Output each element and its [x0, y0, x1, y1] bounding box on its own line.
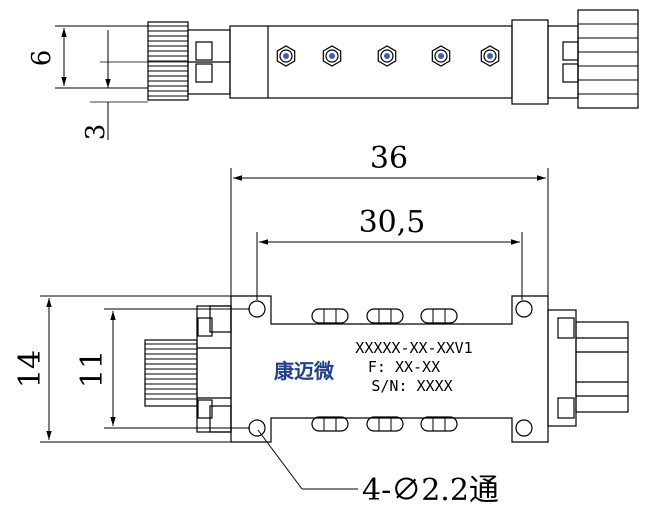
dim-hole-spacing-label: 30,5 [359, 205, 426, 240]
screw-capsule [311, 416, 349, 432]
dim-total-length-label: 36 [370, 141, 408, 176]
front-screws-top [311, 308, 458, 324]
front-screw [420, 416, 458, 432]
screw-hex [276, 45, 296, 67]
screw-capsule [311, 308, 349, 324]
screw-core [384, 53, 390, 59]
screw-core [487, 53, 493, 59]
dim-total-width [40, 295, 231, 443]
tuning-screw [431, 45, 451, 67]
hole-note-label: 4-∅2.2通 [362, 473, 499, 508]
mount-hole-bottom-left [248, 419, 266, 437]
frequency-line: F: XX-XX [368, 358, 440, 376]
screw-capsule [420, 308, 458, 324]
dim-side-height-label: 6 [27, 50, 57, 67]
side-tuning-screws [276, 45, 500, 67]
front-right-connector [547, 309, 629, 427]
screw-capsule [366, 416, 404, 432]
front-screws-bottom [311, 416, 458, 432]
mount-hole-top-left [248, 300, 266, 318]
tuning-screw [322, 45, 342, 67]
tuning-screw [480, 45, 500, 67]
tuning-screw [276, 45, 296, 67]
tuning-screw [377, 45, 397, 67]
side-left-connector [147, 21, 231, 101]
dim-hole-spacing [256, 232, 523, 300]
screw-capsule [420, 416, 458, 432]
front-screw [366, 416, 404, 432]
hole-leader [257, 429, 358, 490]
front-view [144, 295, 629, 443]
screw-ring [279, 49, 293, 63]
screw-ring [380, 49, 394, 63]
dim-hole-width [104, 308, 250, 429]
dim-total-width-label: 14 [13, 350, 48, 388]
front-screw [311, 416, 349, 432]
mount-hole-bottom-right [515, 419, 533, 437]
screw-core [438, 53, 444, 59]
screw-capsule [366, 308, 404, 324]
side-view [100, 9, 639, 109]
dim-hole-width-label: 11 [75, 350, 110, 388]
dim-total-length [230, 168, 549, 296]
serial-number: S/N: XXXX [371, 377, 452, 395]
screw-ring [483, 49, 497, 63]
screw-hex [322, 45, 342, 67]
brand-logo: 康迈微 [274, 359, 334, 383]
side-right-connector [511, 9, 639, 109]
front-screw [420, 308, 458, 324]
front-body [230, 295, 549, 443]
model-number: XXXXX-XX-XXV1 [355, 339, 472, 357]
front-left-connector [144, 305, 232, 433]
screw-ring [434, 49, 448, 63]
screw-hex [431, 45, 451, 67]
mount-hole-top-right [515, 300, 533, 318]
screw-hex [480, 45, 500, 67]
front-screw [311, 308, 349, 324]
front-screw [366, 308, 404, 324]
screw-ring [325, 49, 339, 63]
screw-core [329, 53, 335, 59]
screw-core [283, 53, 289, 59]
screw-hex [377, 45, 397, 67]
dim-side-offset-label: 3 [81, 124, 111, 141]
side-body [229, 25, 513, 99]
dim-side-height [55, 25, 148, 140]
